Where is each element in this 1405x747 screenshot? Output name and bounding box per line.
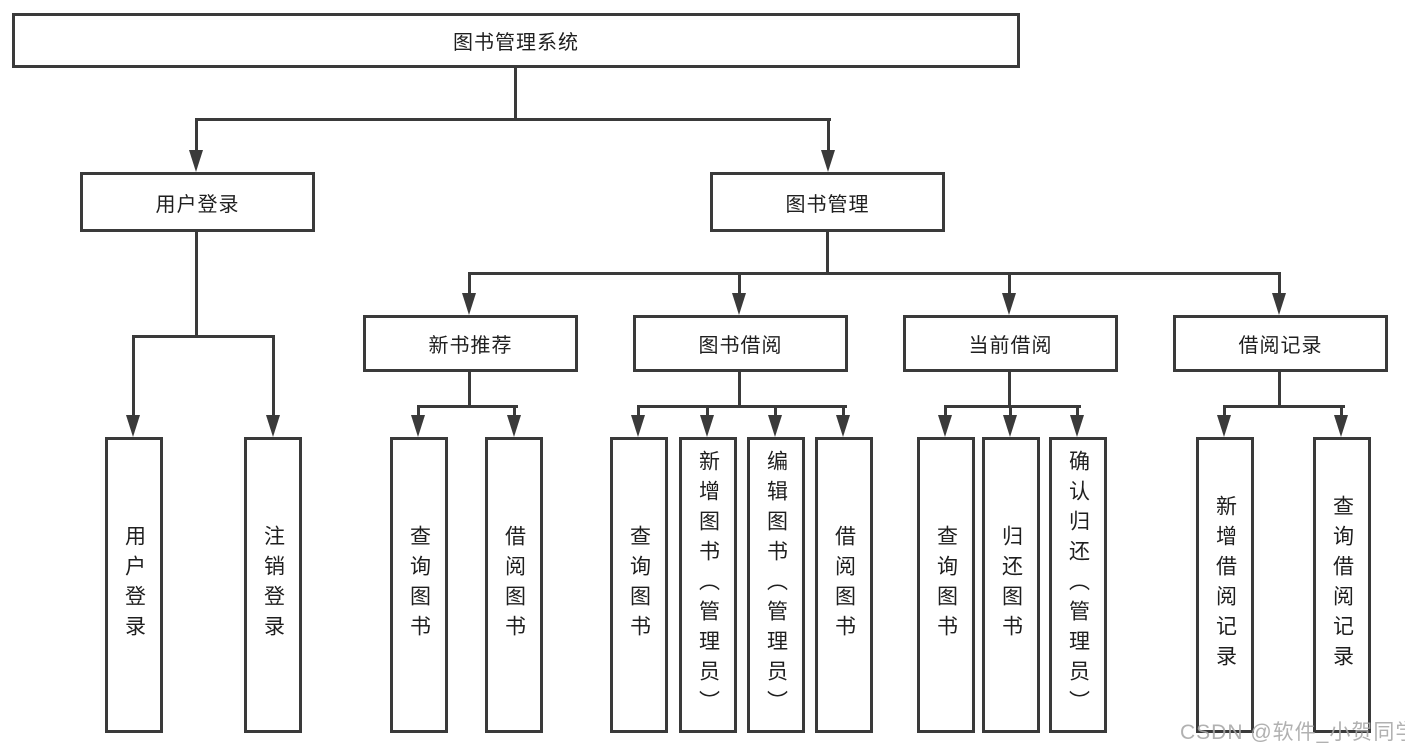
connector-line <box>738 372 741 407</box>
arrowhead-down-icon <box>1334 415 1348 437</box>
arrowhead-down-icon <box>1002 293 1016 315</box>
arrowhead-down-icon <box>836 415 850 437</box>
node-book-borrowing: 图书借阅 <box>633 315 848 372</box>
leaf-confirm-return-admin: 确认归还（管理员） <box>1049 437 1107 733</box>
connector-line <box>417 405 518 408</box>
connector-line <box>1009 405 1012 417</box>
arrowhead-down-icon <box>1272 293 1286 315</box>
connector-line <box>417 405 420 417</box>
leaf-query-borrow-record: 查询借阅记录 <box>1313 437 1371 733</box>
arrowhead-down-icon <box>631 415 645 437</box>
connector-line <box>514 66 517 118</box>
arrowhead-down-icon <box>768 415 782 437</box>
arrowhead-down-icon <box>700 415 714 437</box>
connector-line <box>195 232 198 335</box>
connector-line <box>1076 405 1079 417</box>
connector-line <box>1223 405 1226 417</box>
connector-line <box>132 335 135 416</box>
connector-line <box>468 272 1281 275</box>
leaf-borrow-books: 借阅图书 <box>815 437 873 733</box>
arrowhead-down-icon <box>938 415 952 437</box>
arrowhead-down-icon <box>1003 415 1017 437</box>
arrowhead-down-icon <box>266 415 280 437</box>
connector-line <box>774 405 777 417</box>
arrowhead-down-icon <box>507 415 521 437</box>
connector-line <box>944 405 947 417</box>
connector-line <box>738 272 741 294</box>
connector-line <box>842 405 845 417</box>
leaf-edit-books-admin: 编辑图书（管理员） <box>747 437 805 733</box>
connector-line <box>1278 372 1281 407</box>
node-borrowing-records: 借阅记录 <box>1173 315 1388 372</box>
connector-line <box>706 405 709 417</box>
connector-line <box>1008 372 1011 407</box>
leaf-logout: 注销登录 <box>244 437 302 733</box>
csdn-watermark: CSDN @软件_小贺同学 <box>1180 721 1405 744</box>
connector-line <box>827 118 830 151</box>
connector-line <box>513 405 516 417</box>
connector-line <box>132 335 275 338</box>
connector-line <box>637 405 640 417</box>
leaf-return-books: 归还图书 <box>982 437 1040 733</box>
leaf-query-books-borrowing: 查询图书 <box>610 437 668 733</box>
connector-line <box>637 405 847 408</box>
node-library-management-system: 图书管理系统 <box>12 13 1020 68</box>
connector-line <box>1278 272 1281 294</box>
node-book-management: 图书管理 <box>710 172 945 232</box>
connector-line <box>826 232 829 272</box>
arrowhead-down-icon <box>1217 415 1231 437</box>
leaf-query-books-newbook: 查询图书 <box>390 437 448 733</box>
connector-line <box>468 372 471 407</box>
connector-line <box>468 272 471 294</box>
connector-line <box>195 118 831 121</box>
leaf-add-books-admin: 新增图书（管理员） <box>679 437 737 733</box>
leaf-query-books-current: 查询图书 <box>917 437 975 733</box>
leaf-add-borrow-record: 新增借阅记录 <box>1196 437 1254 733</box>
arrowhead-down-icon <box>462 293 476 315</box>
arrowhead-down-icon <box>126 415 140 437</box>
node-new-book-recommend: 新书推荐 <box>363 315 578 372</box>
connector-line <box>195 118 198 151</box>
connector-line <box>1340 405 1343 417</box>
connector-line <box>944 405 1081 408</box>
arrowhead-down-icon <box>189 150 203 172</box>
arrowhead-down-icon <box>1070 415 1084 437</box>
connector-line <box>1223 405 1345 408</box>
leaf-borrow-books-newbook: 借阅图书 <box>485 437 543 733</box>
node-current-borrowing: 当前借阅 <box>903 315 1118 372</box>
leaf-user-login: 用户登录 <box>105 437 163 733</box>
arrowhead-down-icon <box>732 293 746 315</box>
arrowhead-down-icon <box>821 150 835 172</box>
node-user-login: 用户登录 <box>80 172 315 232</box>
connector-line <box>1008 272 1011 294</box>
connector-line <box>272 335 275 416</box>
arrowhead-down-icon <box>411 415 425 437</box>
